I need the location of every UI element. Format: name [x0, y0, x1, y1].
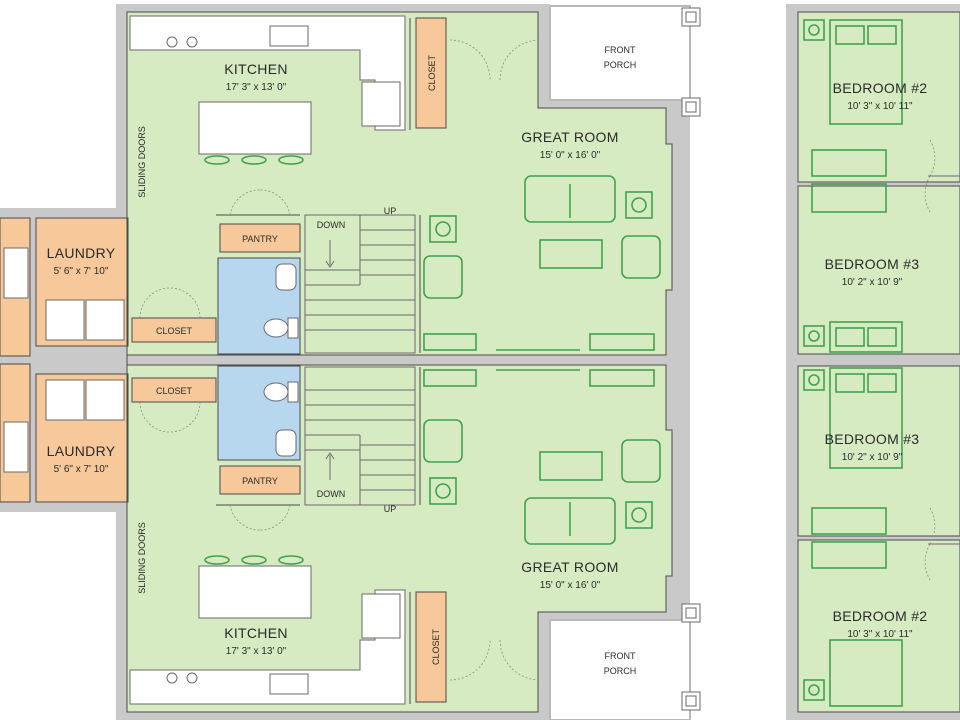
upper-sliding-doors-label: SLIDING DOORS [137, 126, 147, 198]
lower-laundry-dims: 5' 6" x 7' 10" [54, 464, 109, 475]
bed-2 [829, 321, 903, 353]
dresser-2 [811, 183, 887, 213]
lower-stairs-up-label: UP [384, 504, 397, 514]
floor-areas [0, 5, 960, 720]
lower-porch-label-2: PORCH [604, 666, 637, 676]
lower-unit-labels: KITCHEN 17' 3" x 13' 0" GREAT ROOM 15' 0… [47, 386, 637, 676]
upper-bar-stools [204, 155, 304, 165]
bedroom-1-dims: 10' 3" x 10' 11" [847, 101, 913, 112]
upper-great-room-dims: 15' 0" x 16' 0" [540, 150, 601, 161]
bed-3 [829, 367, 903, 469]
upper-kitchen-dims: 17' 3" x 13' 0" [226, 82, 287, 93]
lower-great-room-name: GREAT ROOM [521, 559, 618, 575]
bed-4 [829, 639, 903, 707]
bedroom-floor-1 [797, 11, 960, 183]
bedroom-2-name: BEDROOM #3 [825, 256, 920, 272]
lower-armchair-left [423, 419, 463, 463]
lower-pantry [219, 465, 301, 495]
bedroom-3-dims: 10' 2" x 10' 9" [842, 452, 903, 463]
lower-armchair-right [621, 439, 661, 483]
bedroom-4-name: BEDROOM #2 [833, 608, 928, 624]
upper-porch [549, 5, 691, 101]
upper-laundry-appliances [3, 247, 125, 341]
lower-sofa [524, 497, 616, 545]
lower-stairs [304, 366, 416, 506]
upper-closet-small-label: CLOSET [156, 326, 193, 336]
bedroom-furniture [803, 19, 960, 707]
upper-unit-labels: KITCHEN 17' 3" x 13' 0" GREAT ROOM 15' 0… [47, 45, 637, 336]
upper-end-table [625, 191, 653, 219]
lower-stairs-down-label: DOWN [317, 489, 346, 499]
upper-stairs-up-label: UP [384, 206, 397, 216]
lower-kitchen-fixtures [129, 555, 406, 705]
upper-coffee-table [539, 239, 603, 269]
lower-side-table [429, 477, 457, 505]
porch-posts [681, 7, 701, 711]
upper-sofa [524, 175, 616, 223]
lower-closet-small [131, 377, 217, 403]
dresser-4 [811, 541, 887, 569]
dresser-3 [811, 507, 887, 535]
lower-laundry-appliances [3, 379, 125, 473]
bedroom-1-name: BEDROOM #2 [833, 80, 928, 96]
bed-1 [829, 19, 903, 125]
lower-console-1 [423, 369, 477, 387]
upper-stairs [304, 214, 416, 354]
lower-console-2 [589, 369, 655, 387]
bedroom-2-dims: 10' 2" x 10' 9" [842, 277, 903, 288]
upper-bath-fixtures [263, 263, 299, 339]
upper-armchair-left [423, 255, 463, 299]
lower-tall-closet-label: CLOSET [431, 628, 441, 665]
lower-tall-closet [415, 591, 447, 703]
lower-closet-small-label: CLOSET [156, 386, 193, 396]
bedroom-3-name: BEDROOM #3 [825, 431, 920, 447]
upper-porch-label-2: PORCH [604, 60, 637, 70]
bedroom-floor-2 [797, 185, 960, 355]
nightstand-3 [803, 369, 825, 391]
upper-tall-closet [415, 17, 447, 129]
lower-pantry-label: PANTRY [242, 476, 278, 486]
lower-coffee-table [539, 451, 603, 481]
nightstand-4 [803, 679, 825, 701]
upper-laundry-dims: 5' 6" x 7' 10" [54, 266, 109, 277]
lower-great-room-dims: 15' 0" x 16' 0" [540, 580, 601, 591]
nightstand-1 [803, 19, 825, 41]
lower-end-table [625, 501, 653, 529]
bedroom-4-dims: 10' 3" x 10' 11" [847, 629, 913, 640]
upper-kitchen-name: KITCHEN [224, 61, 288, 77]
upper-laundry-name: LAUNDRY [47, 245, 116, 261]
upper-great-room-furniture [423, 175, 661, 351]
lower-bath-fixtures [263, 381, 299, 457]
lower-kitchen-name: KITCHEN [224, 625, 288, 641]
lower-great-room-furniture [423, 369, 661, 545]
bedroom-floor-4 [797, 539, 960, 713]
door-swings [139, 39, 541, 681]
lower-porch [549, 619, 691, 720]
bedroom-labels: BEDROOM #2 10' 3" x 10' 11" BEDROOM #3 1… [825, 80, 928, 640]
upper-kitchen-fixtures [129, 15, 406, 165]
upper-console-1 [423, 333, 477, 351]
nightstand-2 [803, 325, 825, 347]
upper-armchair-right [621, 235, 661, 279]
upper-great-room-name: GREAT ROOM [521, 129, 618, 145]
lower-sliding-doors-label: SLIDING DOORS [137, 522, 147, 594]
upper-side-table [429, 215, 457, 243]
lower-porch-label-1: FRONT [605, 651, 636, 661]
upper-pantry [219, 223, 301, 253]
lower-kitchen-dims: 17' 3" x 13' 0" [226, 646, 287, 657]
upper-tall-closet-label: CLOSET [427, 54, 437, 91]
dresser-1 [811, 149, 887, 177]
upper-stairs-down-label: DOWN [317, 220, 346, 230]
upper-console-2 [589, 333, 655, 351]
lower-bar-stools [204, 555, 304, 565]
upper-porch-label-1: FRONT [605, 45, 636, 55]
lower-laundry-name: LAUNDRY [47, 443, 116, 459]
upper-closet-small [131, 317, 217, 343]
upper-pantry-label: PANTRY [242, 234, 278, 244]
